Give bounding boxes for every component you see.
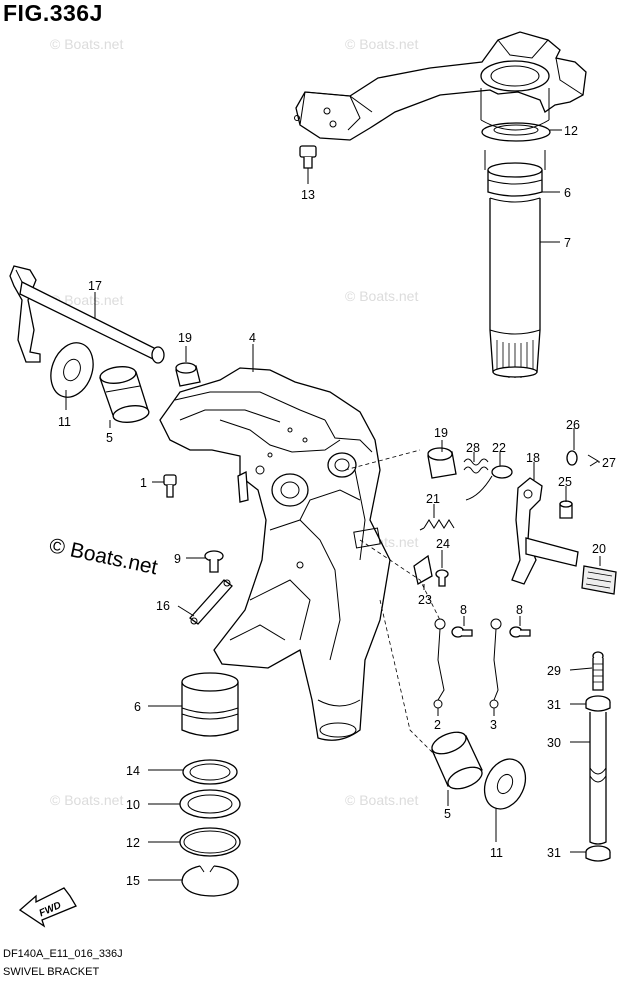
callout-6: 6 — [134, 700, 141, 714]
tilt-arm-20 — [525, 537, 617, 595]
callout-24: 24 — [436, 537, 450, 551]
model-code: DF140A_E11_016_336J — [3, 948, 123, 960]
grease-nipple-29 — [592, 651, 604, 691]
bushing-6-lower — [181, 672, 239, 737]
callout-31: 31 — [547, 846, 561, 860]
screw-24 — [435, 569, 449, 587]
callouts: 12 6 7 13 17 19 4 11 5 1 19 28 22 18 26 … — [58, 124, 616, 888]
tilt-lever-18 — [511, 477, 543, 585]
hose-clamp-31-top — [585, 695, 611, 712]
callout-19: 19 — [434, 426, 448, 440]
bolt-8-left — [451, 626, 473, 638]
callout-21: 21 — [426, 492, 440, 506]
fwd-arrow-icon — [18, 887, 77, 928]
pin-26 — [566, 450, 578, 466]
spring-28 — [463, 458, 489, 474]
snap-ring-15 — [181, 865, 239, 897]
callout-8: 8 — [516, 603, 523, 617]
ground-wire-2 — [433, 618, 446, 709]
plate-23 — [413, 554, 433, 586]
tilt-lock-shaft — [9, 265, 165, 364]
spring-21 — [419, 519, 455, 531]
callout-25: 25 — [558, 475, 572, 489]
callout-5: 5 — [444, 807, 451, 821]
callout-29: 29 — [547, 664, 561, 678]
bolt-1 — [163, 474, 177, 498]
bolt-13 — [299, 145, 317, 169]
bolt-8-right — [509, 626, 531, 638]
callout-26: 26 — [566, 418, 580, 432]
bushing-top — [484, 150, 546, 197]
bushing-5-left — [99, 366, 150, 423]
lever-16 — [189, 579, 233, 625]
callout-12: 12 — [126, 836, 140, 850]
callout-22: 22 — [492, 441, 506, 455]
callout-11: 11 — [490, 846, 503, 860]
swivel-bracket — [159, 367, 391, 741]
watermark: © Boats.net — [345, 792, 419, 808]
callout-30: 30 — [547, 736, 561, 750]
callout-10: 10 — [126, 798, 140, 812]
clip-27 — [587, 454, 599, 467]
steering-shaft — [489, 197, 541, 378]
callout-27: 27 — [602, 456, 616, 470]
callout-17: 17 — [88, 279, 102, 293]
callout-1: 1 — [140, 476, 147, 490]
hose-clamp-31-bottom — [585, 845, 611, 862]
callout-4: 4 — [249, 331, 256, 345]
callout-20: 20 — [592, 542, 606, 556]
figure-title: FIG.336J — [3, 0, 103, 26]
callout-2: 2 — [434, 718, 441, 732]
bushing-19-right — [427, 447, 457, 479]
ground-wire-3 — [489, 618, 502, 709]
watermark: © Boats.net — [50, 292, 124, 308]
figure-caption: SWIVEL BRACKET — [3, 966, 100, 978]
washer-10 — [179, 789, 241, 819]
hidden-lines — [344, 449, 441, 756]
washer-11-right — [483, 758, 527, 810]
steering-arm — [294, 31, 587, 141]
spring-22 — [465, 465, 513, 501]
callout-3: 3 — [490, 718, 497, 732]
callout-7: 7 — [564, 236, 571, 250]
callout-6: 6 — [564, 186, 571, 200]
bushing-19-left — [175, 362, 201, 387]
callout-8: 8 — [460, 603, 467, 617]
washer-14 — [182, 759, 238, 785]
washer-12-lower — [179, 827, 241, 857]
callout-9: 9 — [174, 552, 181, 566]
callout-14: 14 — [126, 764, 140, 778]
bolt-9 — [204, 550, 224, 573]
collar-25 — [559, 500, 573, 519]
watermark: © Boats.net — [345, 36, 419, 52]
watermark: © Boats.net — [50, 36, 124, 52]
callout-12: 12 — [564, 124, 578, 138]
bushing-5-right — [431, 731, 483, 790]
watermark: © Boats.net — [345, 288, 419, 304]
callout-19: 19 — [178, 331, 192, 345]
grease-hose-30 — [589, 712, 607, 845]
callout-31: 31 — [547, 698, 561, 712]
watermark: © Boats.net — [50, 792, 124, 808]
callout-13: 13 — [301, 188, 315, 202]
callout-23: 23 — [418, 593, 432, 607]
callout-16: 16 — [156, 599, 170, 613]
callout-5: 5 — [106, 431, 113, 445]
callout-11: 11 — [58, 415, 71, 429]
callout-18: 18 — [526, 451, 540, 465]
callout-28: 28 — [466, 441, 480, 455]
washer-11-left — [50, 342, 94, 398]
callout-15: 15 — [126, 874, 140, 888]
